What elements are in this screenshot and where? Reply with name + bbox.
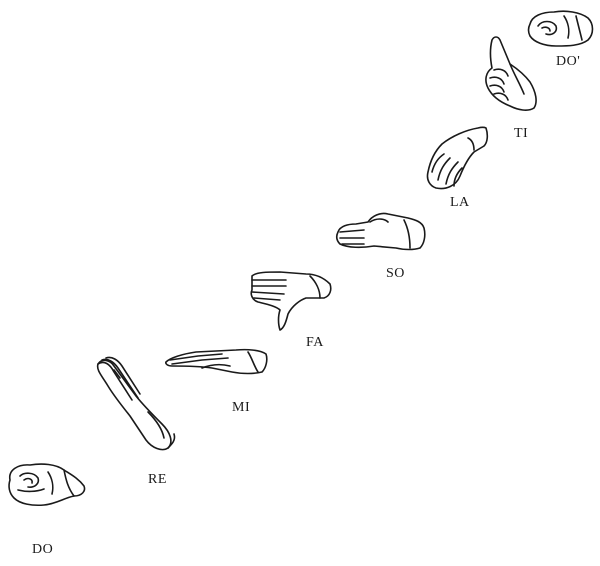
thumb-down-hand-icon — [246, 266, 336, 332]
label-so: SO — [386, 266, 405, 282]
fist-icon — [4, 458, 88, 510]
drooping-hand-icon — [424, 124, 492, 192]
label-do-high: DO' — [556, 54, 580, 70]
label-fa: FA — [306, 335, 324, 351]
label-la: LA — [450, 195, 470, 211]
label-ti: TI — [514, 126, 528, 142]
fist-icon — [524, 6, 596, 50]
label-re: RE — [148, 472, 167, 488]
label-do: DO — [32, 542, 53, 558]
flat-hand-icon — [162, 344, 270, 378]
open-palm-icon — [334, 208, 428, 254]
label-mi: MI — [232, 400, 250, 416]
